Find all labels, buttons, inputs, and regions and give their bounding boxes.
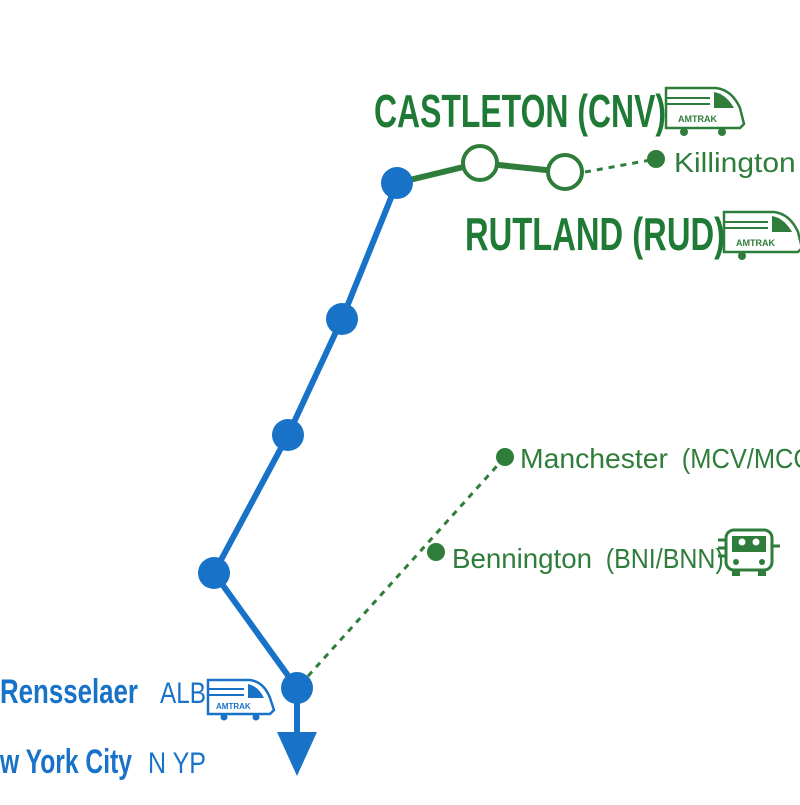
amtrak-train-icon: AMTRAK — [664, 86, 746, 136]
dot-killington[interactable] — [647, 150, 665, 168]
dot-bennington[interactable] — [427, 543, 445, 561]
south-arrow-icon — [277, 732, 317, 776]
bennington-code: (BNI/BNN) — [606, 543, 724, 574]
manchester-code: (MCV/MCC — [682, 443, 800, 474]
manchester-name: Manchester — [520, 443, 668, 474]
station-dot-2[interactable] — [326, 303, 358, 335]
amtrak-train-icon: AMTRAK — [722, 210, 800, 260]
bus-connector — [298, 455, 507, 687]
main-rail-line — [211, 180, 400, 743]
station-circle-castleton[interactable] — [461, 144, 499, 182]
rutland-label: RUTLAND (RUD) — [465, 208, 725, 260]
svg-text:AMTRAK: AMTRAK — [216, 702, 251, 711]
station-dot-junction[interactable] — [381, 167, 413, 199]
station-dot-albany[interactable] — [281, 672, 313, 704]
nyc-code: N YP — [148, 747, 206, 780]
albany-label: Rensselaer — [0, 673, 138, 711]
bennington-name: Bennington — [452, 543, 592, 574]
killington-label: Killington ( — [674, 147, 800, 178]
castleton-label: CASTLETON (CNV) — [374, 85, 666, 137]
svg-text:AMTRAK: AMTRAK — [678, 114, 717, 124]
station-dot-4[interactable] — [198, 557, 230, 589]
nyc-label: w York City — [0, 743, 132, 781]
svg-text:AMTRAK: AMTRAK — [736, 238, 775, 248]
manchester-label: Manchester (MCV/MCC — [520, 443, 800, 474]
bus-icon — [718, 528, 780, 576]
station-dot-3[interactable] — [272, 419, 304, 451]
albany-code: ALB — [160, 677, 206, 710]
station-circle-rutland[interactable] — [546, 153, 584, 191]
killington-connector — [584, 157, 657, 174]
amtrak-train-icon: AMTRAK — [206, 678, 276, 721]
bennington-label: Bennington (BNI/BNN) — [452, 543, 724, 574]
dot-manchester[interactable] — [496, 448, 514, 466]
